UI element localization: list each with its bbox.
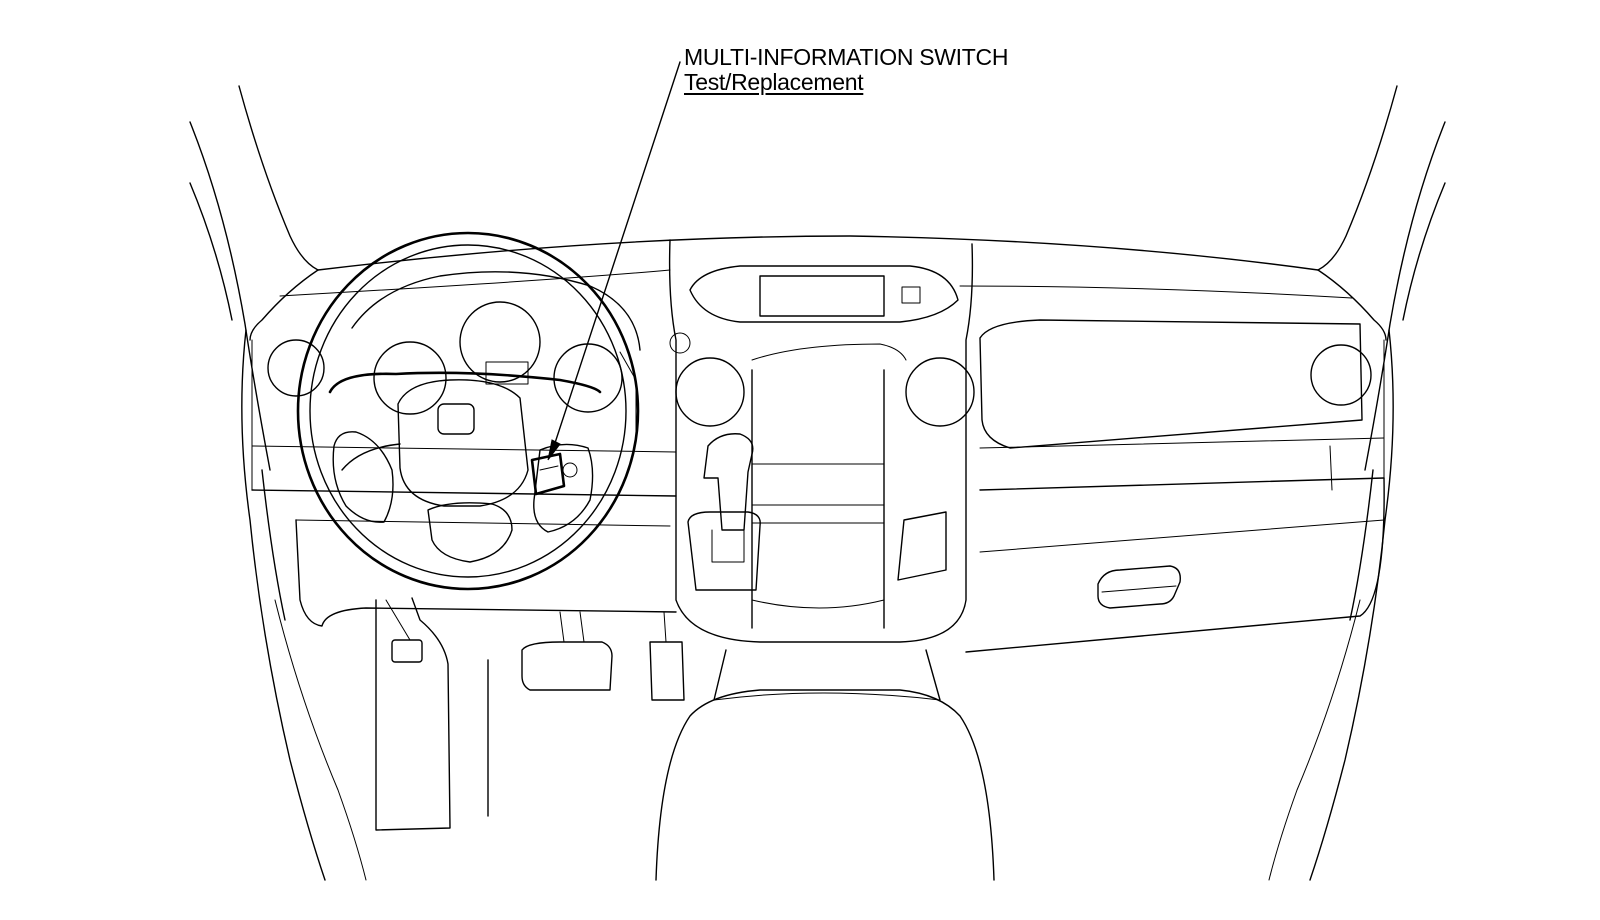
- right-door: [1268, 329, 1394, 881]
- component-name: MULTI-INFORMATION SWITCH: [684, 44, 1009, 70]
- callout-leader: [547, 61, 681, 461]
- steering-wheel: [296, 231, 640, 591]
- passenger-dashboard: [965, 319, 1385, 653]
- windshield-frame: [189, 85, 1446, 471]
- instrument-cluster: [351, 271, 641, 415]
- callout-label: MULTI-INFORMATION SWITCH Test/Replacemen…: [684, 46, 1008, 94]
- center-stack: [668, 239, 975, 643]
- center-console: [655, 649, 995, 881]
- procedure-link[interactable]: Test/Replacement: [684, 69, 864, 95]
- left-door: [241, 329, 367, 881]
- pedal-area: [375, 597, 685, 831]
- driver-lower-dashboard: [251, 339, 677, 627]
- dashboard-top: [249, 235, 1387, 491]
